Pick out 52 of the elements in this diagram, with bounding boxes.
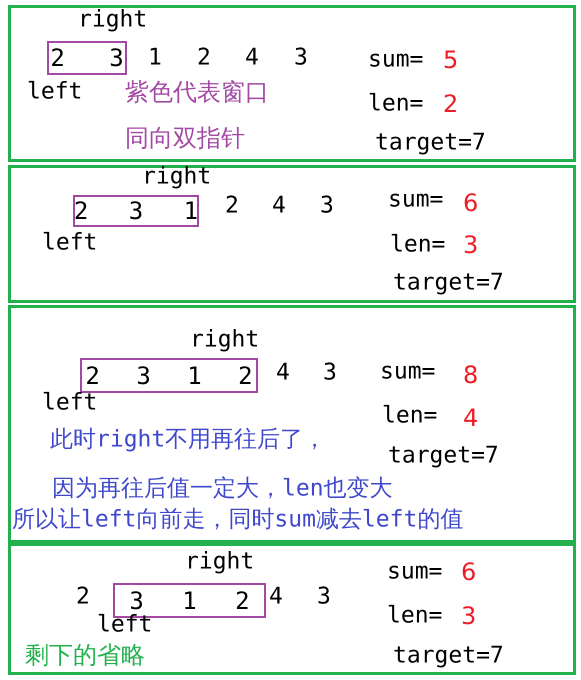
window-box: 2 3 1	[73, 195, 199, 227]
array-number: 3	[317, 584, 331, 610]
variable-label: sum=	[388, 187, 444, 213]
variable-label: sum=	[380, 359, 436, 385]
variable-value: 6	[463, 190, 478, 216]
array-number: 2	[225, 193, 239, 219]
pointer-label: right	[190, 327, 260, 353]
step-panel	[8, 5, 576, 162]
variable-value: 2	[443, 90, 458, 118]
variable-label: sum=	[368, 47, 424, 73]
pointer-label: right	[185, 549, 254, 575]
variable-label: target=7	[393, 270, 504, 296]
variable-label: len=	[390, 232, 446, 258]
array-number: 4	[269, 584, 283, 610]
note-text: 同向双指针	[125, 124, 245, 152]
step-panel	[8, 165, 576, 303]
variable-label: target=7	[388, 443, 499, 469]
array-number: 4	[272, 193, 286, 219]
variable-label: len=	[368, 91, 424, 117]
variable-value: 8	[463, 362, 478, 388]
variable-label: sum=	[387, 559, 442, 585]
step-panel	[8, 305, 576, 543]
variable-label: len=	[382, 403, 438, 429]
note-text: 剩下的省略	[25, 642, 145, 668]
array-number: 1	[148, 45, 162, 71]
variable-value: 5	[443, 46, 458, 74]
variable-label: target=7	[375, 130, 486, 156]
note-text: 此时right不用再往后了，	[50, 427, 326, 453]
note-text: 因为再往后值一定大，len也变大	[52, 476, 393, 502]
pointer-label: left	[27, 79, 82, 105]
pointer-label: left	[42, 230, 98, 256]
step-panel	[8, 543, 576, 675]
array-number: 4	[245, 45, 259, 71]
note-text: 紫色代表窗口	[125, 78, 269, 106]
note-text: 所以让left向前走，同时sum减去left的值	[12, 507, 464, 533]
array-number: 3	[323, 360, 337, 386]
variable-value: 3	[463, 232, 478, 258]
variable-value: 4	[463, 404, 478, 432]
array-number: 3	[294, 45, 308, 71]
variable-label: len=	[387, 603, 442, 629]
variable-value: 6	[461, 558, 476, 586]
variable-value: 3	[461, 602, 476, 630]
array-number: 3	[320, 193, 334, 219]
array-number: 2	[76, 584, 90, 610]
pointer-label: right	[78, 7, 148, 33]
window-box: 2 3 1 2	[80, 358, 258, 393]
array-number: 2	[197, 45, 211, 71]
variable-label: target=7	[393, 643, 504, 669]
window-box: 2 3	[47, 41, 127, 75]
pointer-label: right	[142, 164, 212, 190]
array-number: 4	[276, 360, 290, 386]
pointer-label: left	[42, 390, 98, 416]
